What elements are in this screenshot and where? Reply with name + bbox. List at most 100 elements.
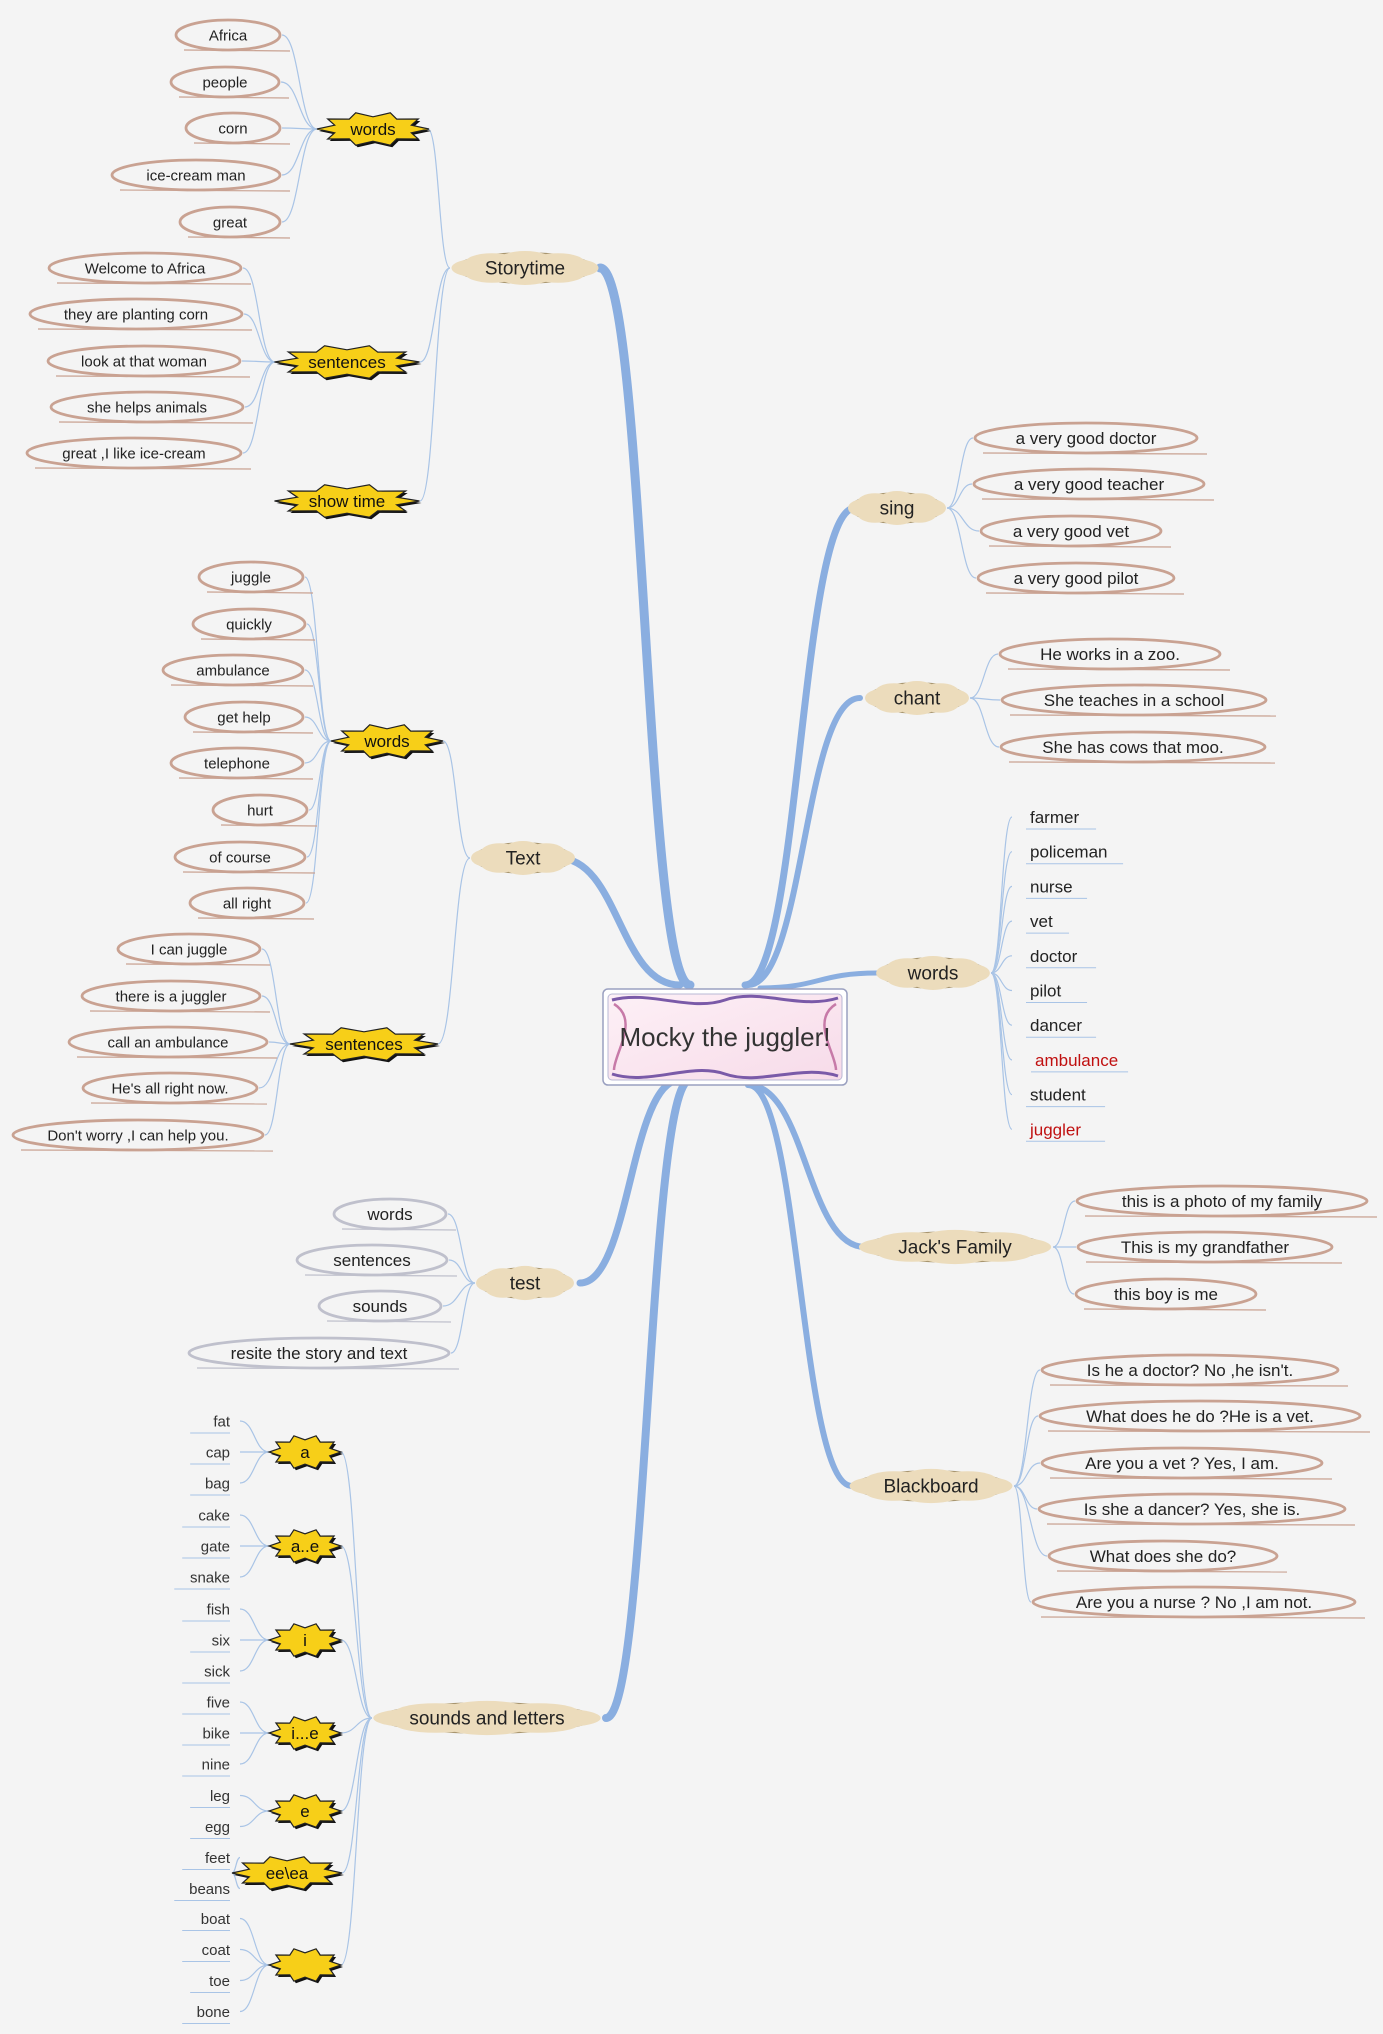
sing-a-very-good-vet[interactable] [979,514,1172,548]
family-this-is-a-photo-of-my-family[interactable] [1075,1184,1378,1218]
sound-group-a[interactable] [267,1435,343,1471]
text-sentence-he-s-all-right-now[interactable] [81,1071,268,1105]
chant-she-teaches-in-a-school[interactable] [1000,683,1277,717]
storytime-sentence-they-are-planting-corn[interactable] [28,297,253,331]
subtopic-show-time[interactable] [274,484,422,520]
topic-storytime[interactable] [451,251,599,285]
blackboard-what-does-he-do-he-is-a-vet[interactable] [1038,1399,1371,1433]
blackboard-are-you-a-nurse-no-i-am-not-label: Are you a nurse ? No ,I am not. [1076,1593,1312,1612]
connector-line [264,1043,291,1136]
storytime-word-africa[interactable] [174,18,291,52]
sound-group-i[interactable] [267,1623,343,1659]
topic-chant[interactable] [865,681,970,715]
sound-group-e[interactable] [267,1794,343,1830]
sound-group-blank[interactable] [267,1948,343,1984]
text-word-juggle[interactable] [197,560,314,594]
branch-connector [745,695,863,988]
text-word-hurt[interactable] [211,793,318,827]
text-sentence-there-is-a-juggler-label: there is a juggler [116,988,227,1005]
topic-text[interactable] [471,841,576,875]
topic-jacks-family[interactable] [858,1229,1052,1265]
connector-line [239,1794,270,1812]
topic-blackboard[interactable] [849,1468,1013,1504]
storytime-word-corn[interactable] [184,111,291,145]
sound-group-ee-ea[interactable] [231,1856,344,1892]
connector-line [239,1608,270,1641]
test-resite-the-story-and-text[interactable] [187,1336,460,1370]
storytime-word-great[interactable] [178,205,291,239]
branch-connector [554,854,684,989]
sound-word-cap-label: cap [206,1444,230,1461]
central-topic[interactable]: Mocky the juggler! [602,988,848,1086]
word-farmer-label: farmer [1030,808,1079,827]
sound-word-coat-label: coat [202,1942,231,1959]
connector-line [990,920,1013,974]
text-word-all-right[interactable] [188,886,315,920]
sing-a-very-good-doctor[interactable] [973,421,1208,455]
connector-line [258,1043,291,1089]
connector-line [239,1639,270,1672]
text-word-hurt-label: hurt [247,802,274,819]
branch-connector [741,504,859,989]
subtopic-storytime-sentences[interactable] [274,345,422,381]
connector-line [304,669,332,742]
topic-sing[interactable] [848,491,946,525]
connector-line [340,1717,373,1734]
connector-line [304,576,332,742]
blackboard-is-he-a-doctor-no-he-isn-t[interactable] [1040,1353,1349,1387]
test-sounds[interactable] [317,1289,452,1323]
text-word-juggle-label: juggle [230,569,271,586]
blackboard-what-does-she-do[interactable] [1047,1539,1288,1573]
text-word-telephone[interactable] [169,746,314,780]
subtopic-text-sentences[interactable] [289,1027,440,1063]
topic-words-right[interactable] [876,956,990,990]
sound-group-i-e[interactable] [267,1716,343,1752]
storytime-sentence-she-helps-animals[interactable] [49,390,254,424]
chant-he-works-in-a-zoo[interactable] [998,637,1231,671]
connector-line [419,267,451,502]
storytime-sentence-they-are-planting-corn-label: they are planting corn [64,306,208,323]
storytime-sentence-look-at-that-woman[interactable] [46,344,251,378]
text-sentence-there-is-a-juggler[interactable] [80,979,271,1013]
text-word-get-help[interactable] [183,700,314,734]
chant-she-has-cows-that-moo[interactable] [999,730,1276,764]
blackboard-is-she-a-dancer-yes-she-is[interactable] [1037,1492,1356,1526]
storytime-word-ice-cream-man[interactable] [110,158,291,192]
text-word-of-course[interactable] [173,840,316,874]
text-word-ambulance[interactable] [161,653,314,687]
sing-a-very-good-teacher[interactable] [972,467,1215,501]
connector-line [239,1420,270,1453]
connector-line [239,1964,270,2013]
topic-chant-label: chant [894,689,941,710]
topic-test[interactable] [476,1265,574,1301]
topic-sounds-and-letters[interactable] [373,1700,601,1736]
test-words[interactable] [332,1197,457,1231]
storytime-word-people[interactable] [169,65,290,99]
text-sentence-don-t-worry-i-can-help-you[interactable] [11,1118,274,1152]
connector-line [946,437,974,509]
text-word-quickly[interactable] [191,607,316,641]
text-sentence-i-can-juggle[interactable] [116,932,271,966]
sound-group-a-e[interactable] [267,1529,343,1565]
sound-word-five-label: five [207,1694,230,1711]
sound-word-boat-label: boat [201,1911,231,1928]
blackboard-are-you-a-vet-yes-i-am[interactable] [1040,1446,1333,1480]
sing-a-very-good-pilot[interactable] [976,561,1185,595]
family-this-is-my-grandfather[interactable] [1076,1230,1343,1264]
storytime-sentence-welcome-to-africa[interactable] [47,251,252,285]
branch-connector [745,1082,855,1489]
blackboard-are-you-a-nurse-no-i-am-not[interactable] [1031,1585,1366,1619]
storytime-sentence-great-i-like-ice-cream[interactable] [25,436,252,470]
subtopic-storytime-words[interactable] [316,112,431,148]
storytime-sentence-she-helps-animals-label: she helps animals [87,399,207,416]
subtopic-text-words[interactable] [330,724,445,760]
sound-word-six-label: six [212,1632,231,1649]
sound-word-cake-label: cake [198,1507,230,1524]
connector-line [1013,1369,1041,1487]
family-this-boy-is-me[interactable] [1074,1277,1267,1311]
connector-line [239,1732,270,1765]
test-sentences[interactable] [295,1243,458,1277]
text-sentence-call-an-ambulance[interactable] [67,1025,278,1059]
connector-line [304,740,332,764]
sound-group-e-label: e [300,1802,309,1821]
